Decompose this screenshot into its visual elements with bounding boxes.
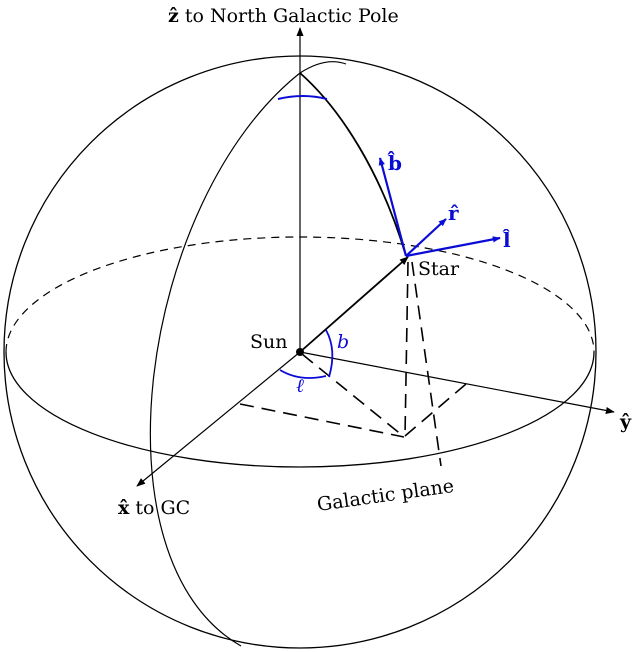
pole-angle-arc — [277, 95, 328, 100]
latitude-arc — [325, 329, 334, 378]
sun-dot — [296, 348, 304, 356]
sun-star-vector — [299, 256, 409, 353]
longitude-angle-label: ℓ — [296, 375, 304, 397]
longitude-arc — [279, 369, 327, 379]
projection-y-to-foot — [404, 383, 467, 437]
meridian-left — [149, 72, 301, 647]
projection-lines — [239, 261, 467, 467]
projection-star-to-plane — [404, 261, 409, 437]
unit-vector-b — [378, 157, 408, 257]
unit-vector-b-label: b̂ — [387, 149, 402, 175]
projection-star-to-equator — [411, 261, 442, 467]
latitude-angle-label: b — [337, 331, 349, 353]
y-axis — [299, 351, 615, 415]
galactic-plane-label: Galactic plane — [316, 475, 456, 516]
unit-vector-l — [405, 236, 501, 258]
star-label: Star — [418, 258, 460, 280]
projection-sun-to-foot — [301, 353, 404, 437]
meridian-back — [299, 61, 347, 74]
sun-label: Sun — [250, 331, 288, 353]
galactic-plane-front — [5, 351, 595, 468]
unit-vector-r — [405, 218, 447, 257]
z-axis-label: ẑ to North Galactic Pole — [168, 5, 399, 27]
y-axis-label: ŷ — [619, 411, 632, 433]
projection-x-to-foot — [239, 403, 405, 438]
x-axis-label: x̂ to GC — [118, 497, 190, 519]
unit-vector-l-label: l̂ — [502, 228, 511, 252]
unit-vector-r-label: r̂ — [448, 201, 459, 225]
x-axis — [136, 351, 301, 487]
meridian-star — [299, 72, 407, 257]
